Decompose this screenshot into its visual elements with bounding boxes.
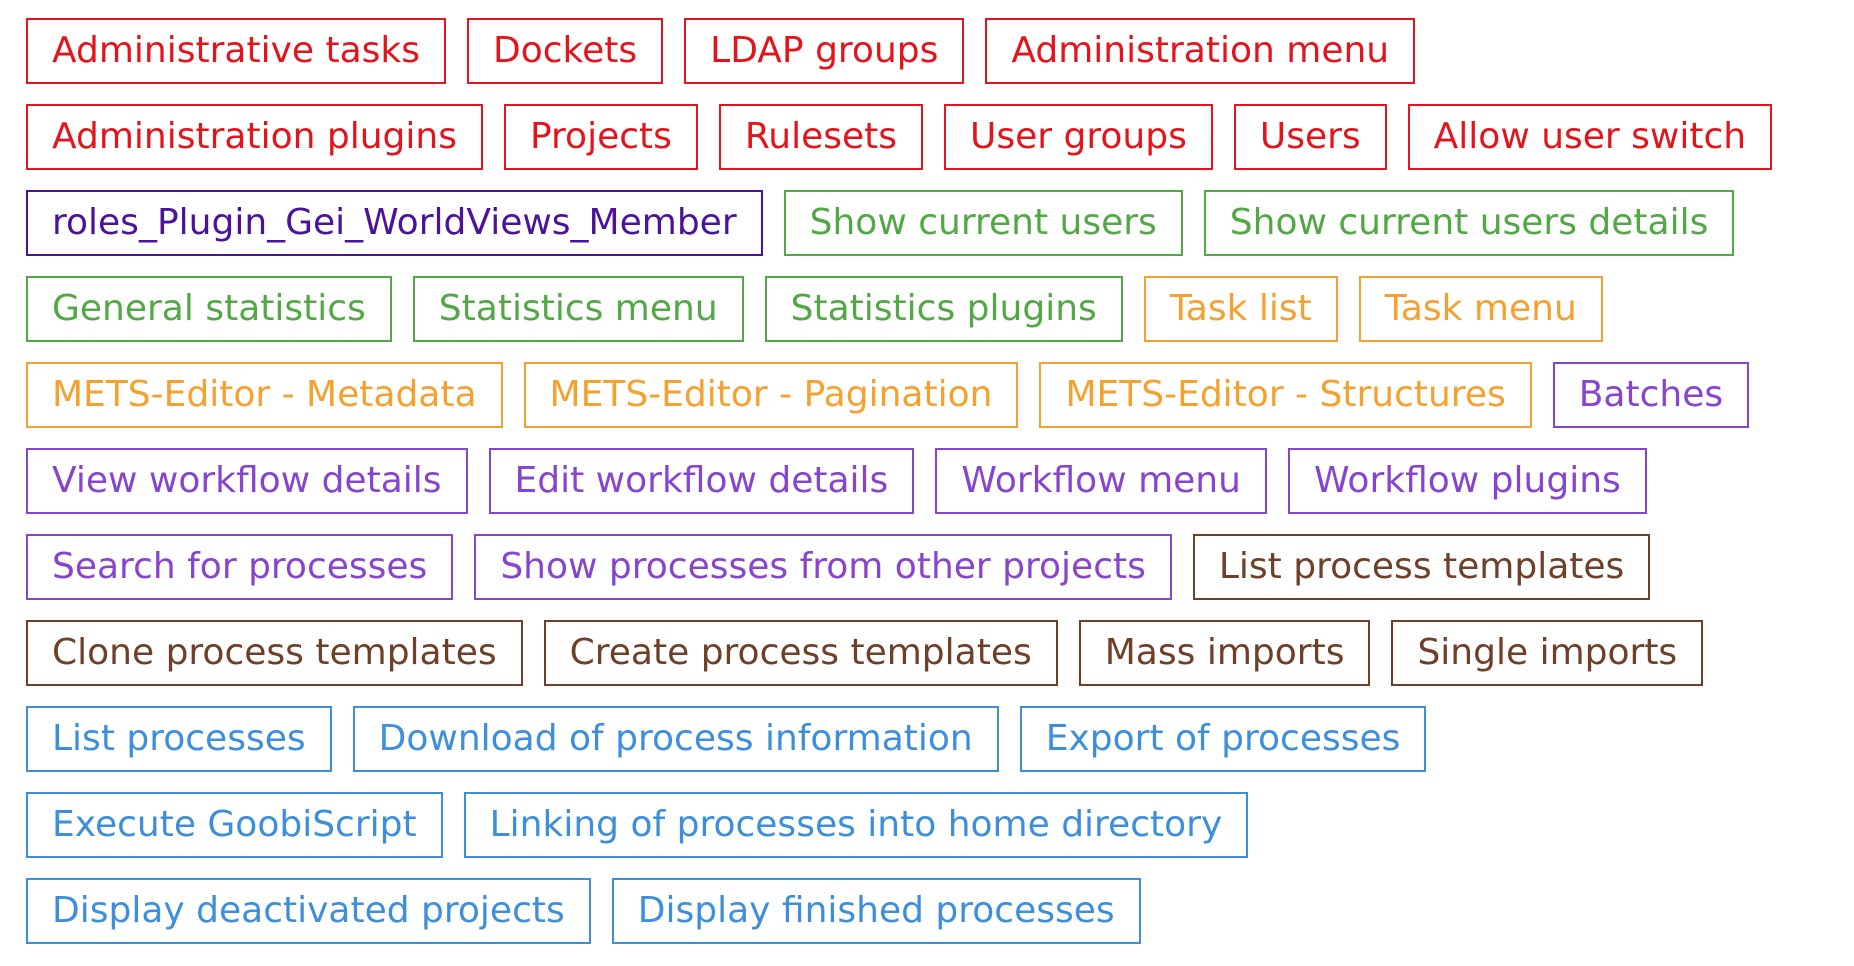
tag-ldap-groups[interactable]: LDAP groups <box>684 18 965 84</box>
tag-row: List processes Download of process infor… <box>26 706 1836 772</box>
tag-view-workflow-details[interactable]: View workflow details <box>26 448 468 514</box>
tag-users[interactable]: Users <box>1233 104 1387 170</box>
tag-clone-process-templates[interactable]: Clone process templates <box>26 620 523 686</box>
tag-display-finished-processes[interactable]: Display finished processes <box>611 878 1141 944</box>
tag-task-menu[interactable]: Task menu <box>1358 276 1603 342</box>
tag-administrative-tasks[interactable]: Administrative tasks <box>26 18 447 84</box>
tag-administration-menu[interactable]: Administration menu <box>985 18 1416 84</box>
tag-rulesets[interactable]: Rulesets <box>718 104 924 170</box>
tag-dockets[interactable]: Dockets <box>467 18 664 84</box>
tag-user-groups[interactable]: User groups <box>944 104 1213 170</box>
tag-display-deactivated-projects[interactable]: Display deactivated projects <box>26 878 591 944</box>
tag-plugin-role-worldviews-member[interactable]: roles_Plugin_Gei_WorldViews_Member <box>26 190 763 256</box>
tag-single-imports[interactable]: Single imports <box>1391 620 1704 686</box>
tag-workflow-menu[interactable]: Workflow menu <box>935 448 1267 514</box>
tag-show-processes-from-other-projects[interactable]: Show processes from other projects <box>474 534 1172 600</box>
tag-edit-workflow-details[interactable]: Edit workflow details <box>488 448 915 514</box>
tag-list-process-templates[interactable]: List process templates <box>1192 534 1651 600</box>
tag-export-of-processes[interactable]: Export of processes <box>1019 706 1427 772</box>
tag-row: Administration plugins Projects Rulesets… <box>26 104 1836 170</box>
tag-list-processes[interactable]: List processes <box>26 706 332 772</box>
tag-search-for-processes[interactable]: Search for processes <box>26 534 454 600</box>
tag-batches[interactable]: Batches <box>1552 362 1750 428</box>
tag-allow-user-switch[interactable]: Allow user switch <box>1407 104 1773 170</box>
tag-mets-editor-pagination[interactable]: METS-Editor - Pagination <box>523 362 1019 428</box>
tag-row: View workflow details Edit workflow deta… <box>26 448 1836 514</box>
tag-show-current-users-details[interactable]: Show current users details <box>1203 190 1735 256</box>
tag-administration-plugins[interactable]: Administration plugins <box>26 104 483 170</box>
tag-mass-imports[interactable]: Mass imports <box>1078 620 1371 686</box>
tag-linking-of-processes-into-home-directory[interactable]: Linking of processes into home directory <box>463 792 1249 858</box>
tag-row: Clone process templates Create process t… <box>26 620 1836 686</box>
tag-workflow-plugins[interactable]: Workflow plugins <box>1287 448 1647 514</box>
tag-statistics-menu[interactable]: Statistics menu <box>412 276 744 342</box>
tag-show-current-users[interactable]: Show current users <box>783 190 1183 256</box>
tag-row: Administrative tasks Dockets LDAP groups… <box>26 18 1836 84</box>
tag-mets-editor-metadata[interactable]: METS-Editor - Metadata <box>26 362 503 428</box>
tag-projects[interactable]: Projects <box>503 104 698 170</box>
tag-row: General statistics Statistics menu Stati… <box>26 276 1836 342</box>
permission-tag-list: Administrative tasks Dockets LDAP groups… <box>26 18 1836 964</box>
tag-statistics-plugins[interactable]: Statistics plugins <box>764 276 1123 342</box>
tag-row: METS-Editor - Metadata METS-Editor - Pag… <box>26 362 1836 428</box>
tag-mets-editor-structures[interactable]: METS-Editor - Structures <box>1039 362 1532 428</box>
tag-row: Display deactivated projects Display fin… <box>26 878 1836 944</box>
tag-row: Execute GoobiScript Linking of processes… <box>26 792 1836 858</box>
tag-download-of-process-information[interactable]: Download of process information <box>352 706 999 772</box>
tag-row: Search for processes Show processes from… <box>26 534 1836 600</box>
tag-row: roles_Plugin_Gei_WorldViews_Member Show … <box>26 190 1836 256</box>
tag-general-statistics[interactable]: General statistics <box>26 276 392 342</box>
tag-task-list[interactable]: Task list <box>1143 276 1338 342</box>
tag-create-process-templates[interactable]: Create process templates <box>543 620 1058 686</box>
tag-execute-goobiscript[interactable]: Execute GoobiScript <box>26 792 443 858</box>
